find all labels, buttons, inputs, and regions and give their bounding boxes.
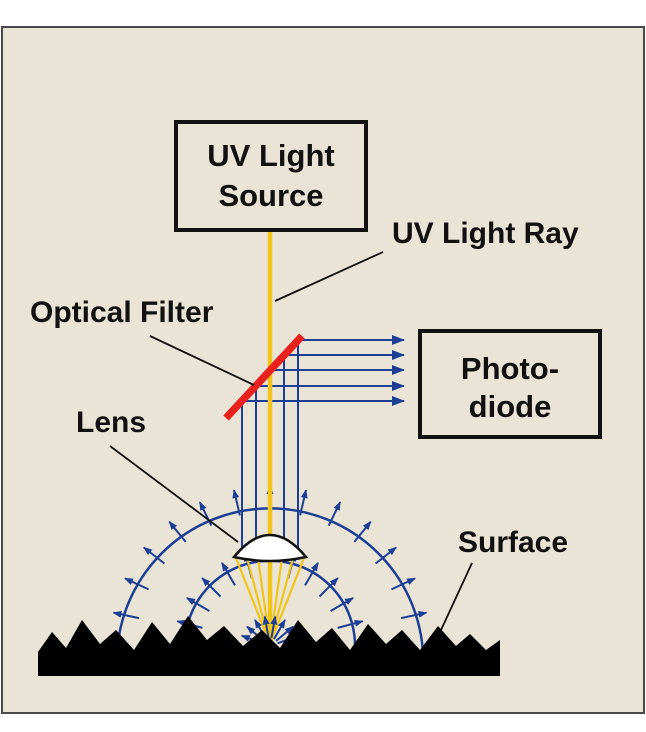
photodiode-label-line1: Photo- bbox=[461, 351, 559, 386]
leader-lines bbox=[109, 251, 473, 631]
scatter-arrow bbox=[400, 610, 428, 620]
scatter-arrow bbox=[390, 577, 416, 591]
scatter-arrow bbox=[186, 597, 210, 612]
photodiode-box bbox=[418, 329, 602, 439]
scatter-arrow bbox=[268, 557, 306, 645]
surface-leader bbox=[440, 562, 473, 631]
scatter-arrow bbox=[353, 520, 372, 543]
scatter-arrow bbox=[304, 562, 319, 586]
scatter-arrow bbox=[234, 557, 272, 645]
scatter-arrow bbox=[330, 597, 354, 612]
lens-label: Lens bbox=[76, 406, 146, 439]
surface-label: Surface bbox=[458, 526, 568, 559]
scatter-arrow bbox=[273, 619, 286, 640]
uv-light-ray-label: UV Light Ray bbox=[392, 217, 579, 250]
scatter-arrow bbox=[318, 577, 339, 598]
scatter-arrow bbox=[124, 577, 150, 591]
scatter-arrow bbox=[299, 489, 308, 516]
scatter-arrow bbox=[275, 625, 294, 642]
surface-element bbox=[38, 616, 500, 676]
uv-source-label-line2: Source bbox=[218, 178, 323, 213]
scatter-arrow bbox=[232, 489, 241, 516]
scatter-arrow bbox=[337, 619, 364, 629]
lens-leader bbox=[109, 445, 239, 543]
optical-filter-element bbox=[223, 333, 305, 421]
scatter-arrow bbox=[374, 546, 397, 565]
scatter-arrow bbox=[112, 610, 140, 620]
optical-filter-label: Optical Filter bbox=[30, 296, 214, 329]
uv-source-box bbox=[174, 120, 368, 232]
scatter-arrow bbox=[199, 501, 213, 527]
scatter-arrow bbox=[262, 615, 270, 639]
uv-source-label-line1: UV Light bbox=[207, 138, 334, 173]
scatter-arrow bbox=[221, 562, 236, 586]
outer-arc-arrows bbox=[112, 485, 428, 620]
scatter-arrow bbox=[327, 501, 341, 527]
scatter-arrow bbox=[143, 546, 166, 565]
scatter-arrow bbox=[168, 520, 187, 543]
scatter-distribution bbox=[112, 485, 428, 662]
optical-filter-leader bbox=[149, 335, 255, 386]
scatter-arrow bbox=[270, 615, 278, 639]
labels-group: UV Light Source Photo- diode UV Light Ra… bbox=[30, 138, 579, 559]
uv-ray-leader bbox=[274, 251, 384, 302]
photodiode-label-line2: diode bbox=[469, 389, 552, 424]
scatter-arrow bbox=[201, 577, 222, 598]
lens-element bbox=[231, 533, 309, 563]
